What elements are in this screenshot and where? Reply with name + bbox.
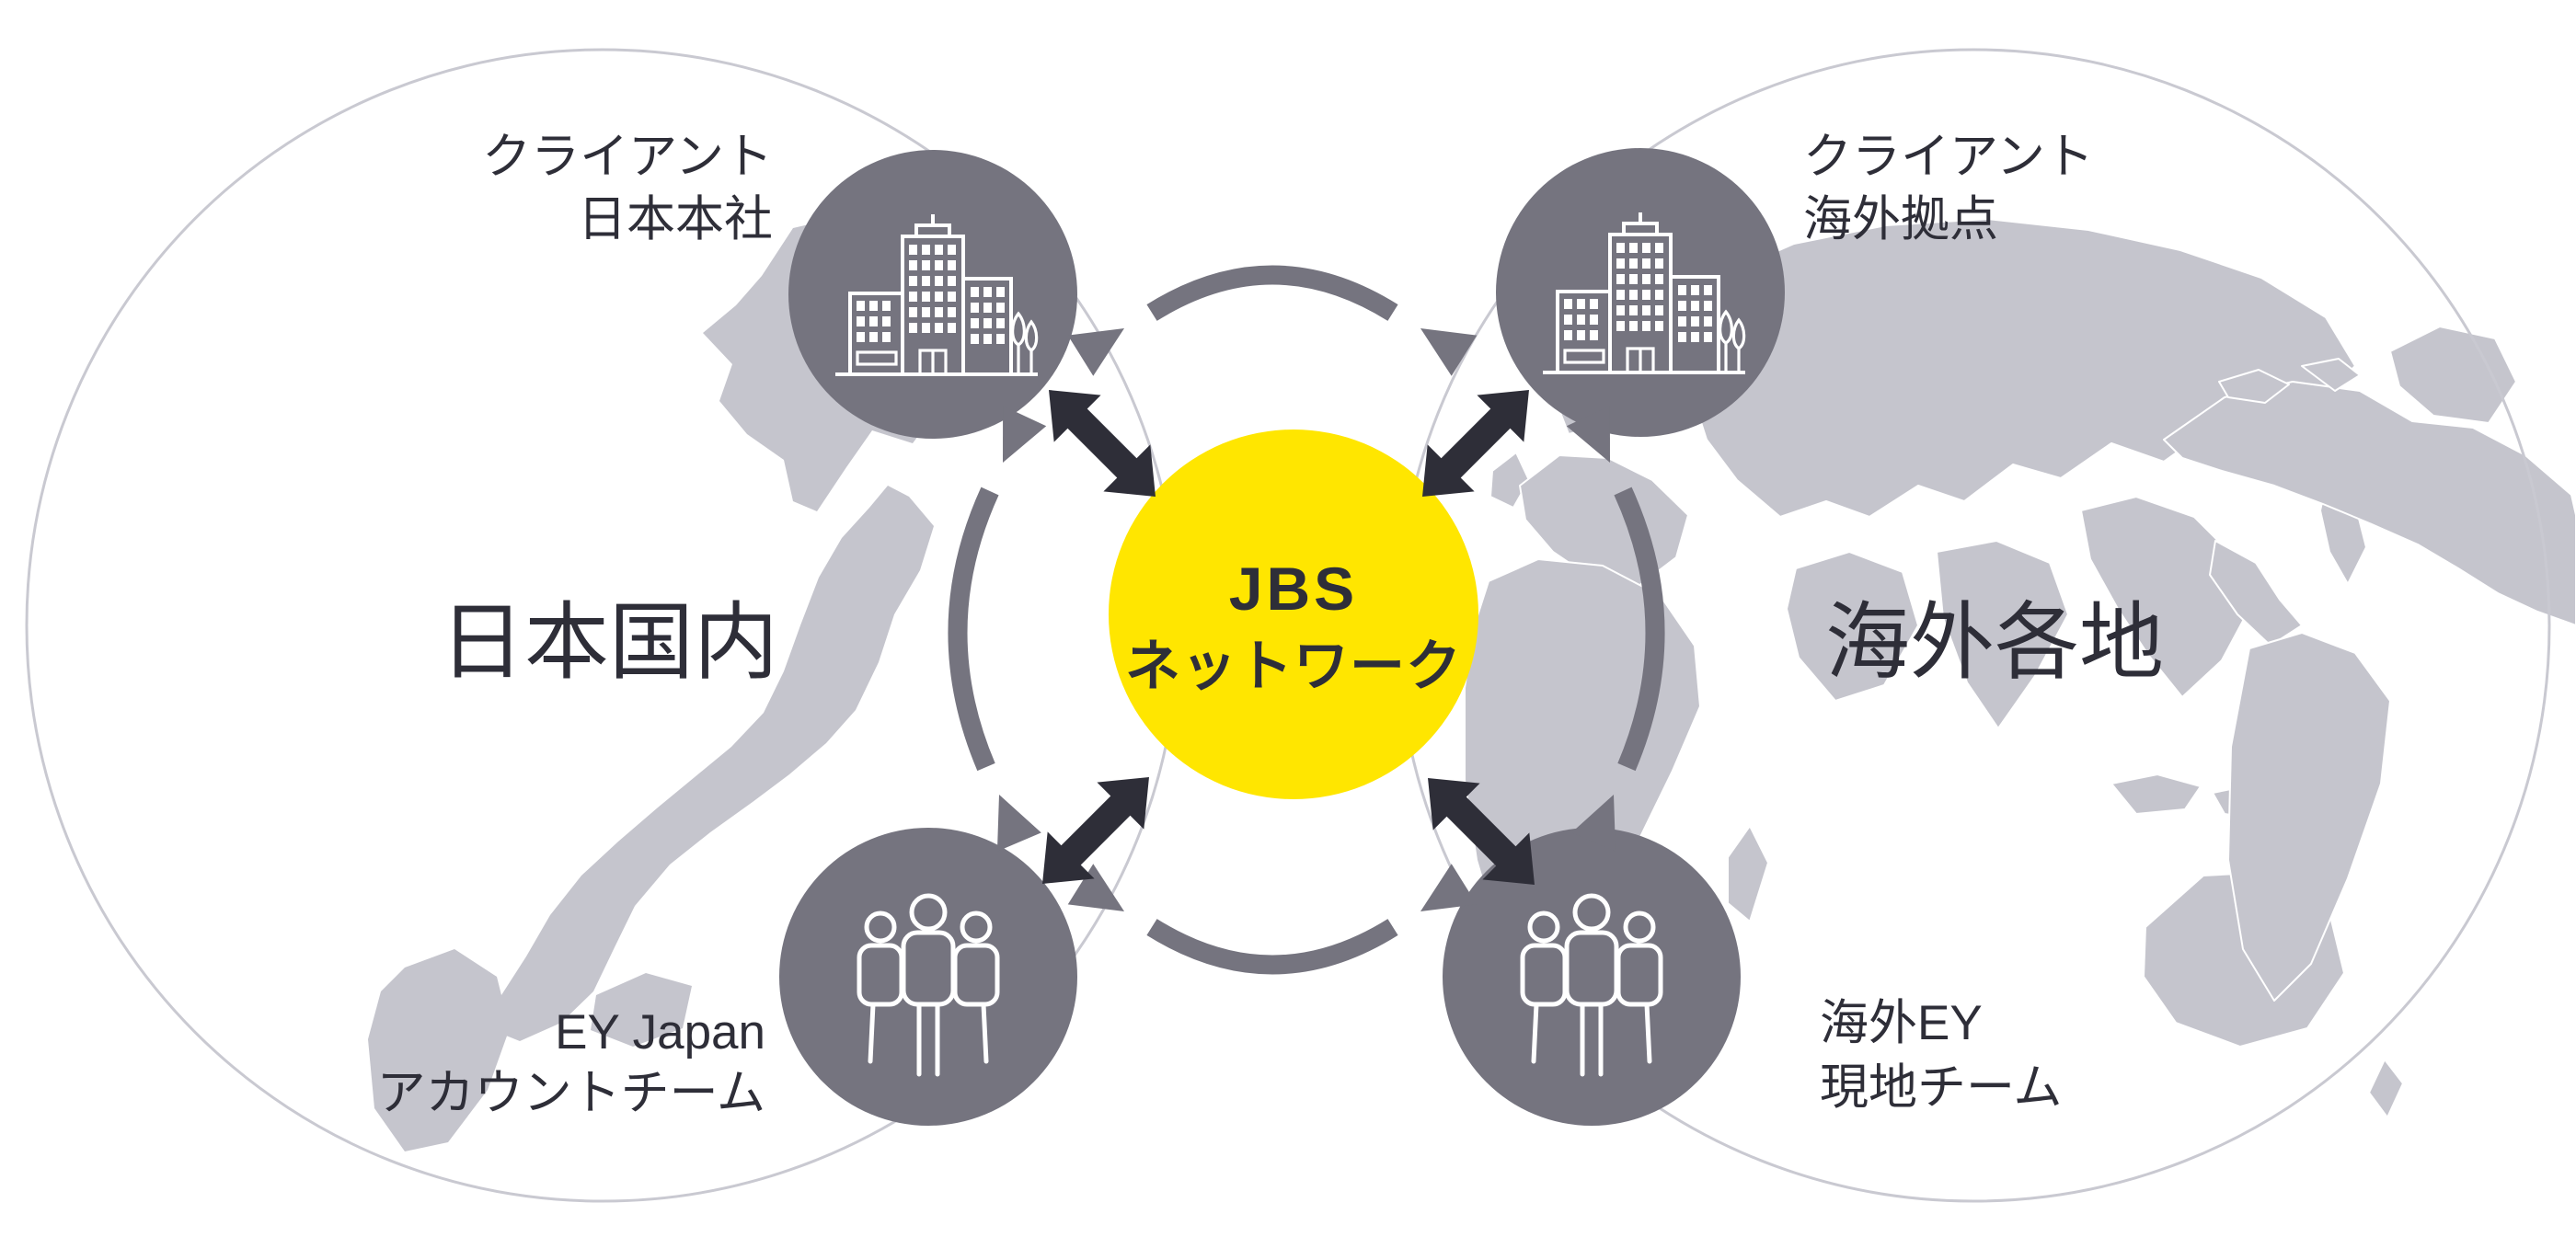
label-client-overseas-line2: 海外拠点 [1803,192,1998,246]
label-ey-overseas-team-line2: 現地チーム [1820,1060,2062,1115]
label-client-overseas-line1: クライアント [1803,130,2094,184]
label-ey-overseas-team-line1: 海外EY [1820,996,1983,1050]
node-ey-japan-team [779,828,1077,1126]
node-client-japan [788,150,1077,439]
label-client-japan-line1: クライアント [482,130,773,184]
arrow-japan-side-exchange [948,406,1047,852]
center-label-line1: JBS [1229,555,1358,623]
node-client-overseas [1496,148,1785,437]
arrow-teams-exchange [1067,864,1478,975]
label-client-overseas: クライアント 海外拠点 [1803,130,2094,246]
center-hub: JBS ネットワーク [1109,430,1478,799]
arrow-overseas-side-exchange [1566,406,1665,852]
overseas-region-label: 海外各地 [1825,596,2164,690]
label-ey-overseas-team: 海外EY 現地チーム [1820,996,2062,1115]
label-client-japan-line2: 日本本社 [578,192,773,246]
jbs-network-circle [1109,430,1478,799]
arrow-clients-exchange [1067,265,1478,376]
label-ey-japan-team: EY Japan アカウントチーム [377,1005,765,1120]
node-ey-overseas-team [1443,828,1741,1126]
label-client-japan: クライアント 日本本社 [482,130,773,246]
label-ey-japan-team-line2: アカウントチーム [377,1066,765,1120]
center-label-line2: ネットワーク [1125,636,1462,697]
label-ey-japan-team-line1: EY Japan [555,1005,765,1059]
japan-region-label: 日本国内 [440,596,778,690]
